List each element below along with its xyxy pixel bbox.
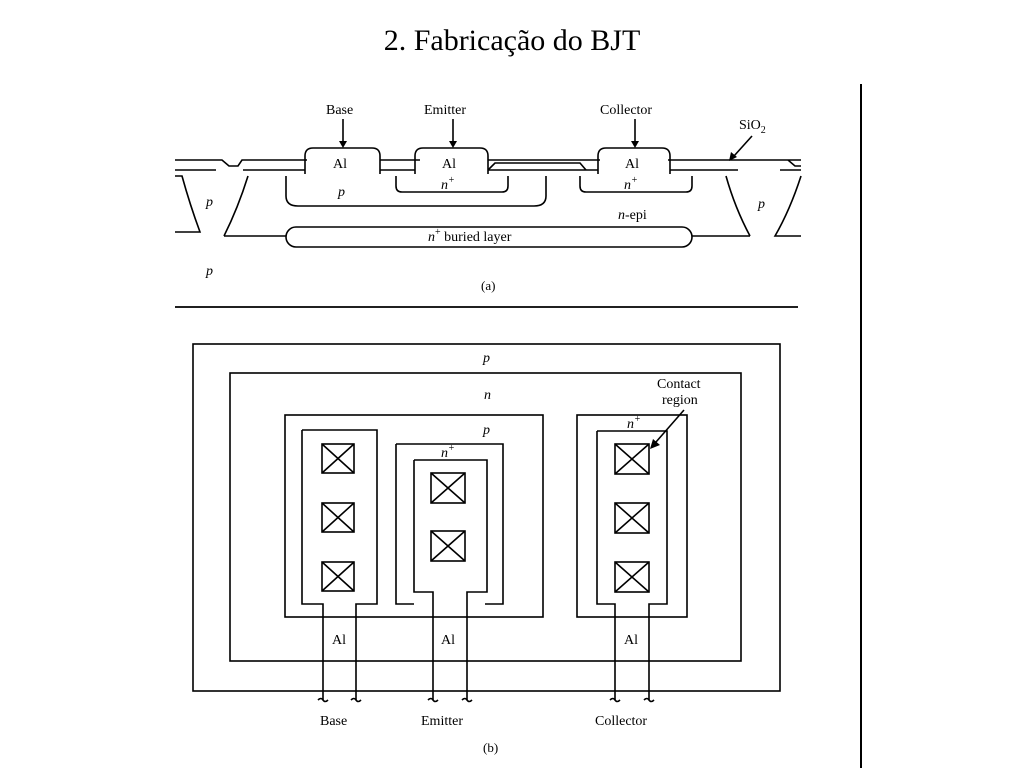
contact-icon <box>321 502 355 533</box>
arrow-contact-region <box>650 409 685 449</box>
base-contacts <box>321 443 355 592</box>
p-isolation-left-inner <box>223 175 249 237</box>
n-region <box>229 372 742 662</box>
cross-section-view: Al Al Al p n+ n+ p p n-epi n+ buried lay… <box>175 103 802 293</box>
al-lead-label-base: Al <box>332 633 346 648</box>
collector-terminal-label: Collector <box>600 103 652 118</box>
contact-region-label-line1: Contact <box>657 377 701 392</box>
contact-region-label-line2: region <box>662 393 698 408</box>
n-region-label: n <box>484 388 491 403</box>
collector-metal-finger <box>596 430 668 700</box>
layout-view: p n p n+ n+ <box>192 343 781 755</box>
emitter-contacts <box>430 472 466 562</box>
arrow-collector <box>631 119 639 148</box>
emitter-n-plus-label: n+ <box>441 443 455 461</box>
al-contact-base <box>304 147 381 174</box>
contact-icon <box>430 472 466 504</box>
contact-icon <box>430 530 466 562</box>
n-plus-emitter-label: n+ <box>441 175 455 193</box>
n-plus-collector-label: n+ <box>624 175 638 193</box>
al-lead-label-emitter: Al <box>441 633 455 648</box>
al-lead-label-collector: Al <box>624 633 638 648</box>
base-lead-label: Base <box>320 714 347 729</box>
emitter-metal-finger <box>413 459 488 700</box>
collector-lead-label: Collector <box>595 714 647 729</box>
p-base-region <box>285 176 547 207</box>
p-isolation-left-label: p <box>205 195 213 210</box>
al-label-emitter: Al <box>442 157 456 172</box>
base-p-region <box>284 414 544 618</box>
al-contact-collector <box>597 147 671 174</box>
emitter-terminal-label: Emitter <box>424 103 466 118</box>
p-isolation-left <box>175 175 202 233</box>
contact-icon <box>614 561 650 593</box>
caption-a: (a) <box>481 278 495 293</box>
arrow-emitter <box>449 119 457 148</box>
buried-layer-label: n+ buried layer <box>428 227 512 245</box>
oxide-surface-line <box>175 159 801 167</box>
n-plus-emitter-region <box>395 176 509 193</box>
collector-n-plus-label: n+ <box>627 414 641 432</box>
collector-n-plus-region <box>576 414 688 618</box>
n-epi-label: n-epi <box>618 208 647 223</box>
contact-icon <box>321 561 355 592</box>
sio2-label: SiO2 <box>739 118 766 136</box>
arrow-base <box>339 119 347 148</box>
sio2-step <box>487 162 587 171</box>
substrate-p-label: p <box>205 264 213 279</box>
al-contact-emitter <box>414 147 489 174</box>
arrow-sio2 <box>729 135 753 161</box>
contact-icon <box>614 502 650 534</box>
contact-icon <box>614 443 650 475</box>
al-label-base: Al <box>333 157 347 172</box>
p-isolation-right-label: p <box>757 197 765 212</box>
outer-p-label: p <box>482 351 490 366</box>
outer-p-region <box>192 343 781 692</box>
lead-ends <box>317 697 655 703</box>
caption-b: (b) <box>483 740 498 755</box>
contact-icon <box>321 443 355 474</box>
emitter-n-plus-region <box>395 443 504 605</box>
base-terminal-label: Base <box>326 103 353 118</box>
base-p-label: p <box>482 423 490 438</box>
base-metal-finger <box>301 429 378 700</box>
p-isolation-right <box>725 175 802 237</box>
n-plus-buried-layer <box>285 226 693 248</box>
al-label-collector: Al <box>625 157 639 172</box>
slide-title: 2. Fabricação do BJT <box>383 24 641 57</box>
collector-contacts <box>614 443 650 593</box>
n-plus-collector-region <box>579 176 693 193</box>
emitter-lead-label: Emitter <box>421 714 463 729</box>
p-base-label: p <box>337 185 345 200</box>
